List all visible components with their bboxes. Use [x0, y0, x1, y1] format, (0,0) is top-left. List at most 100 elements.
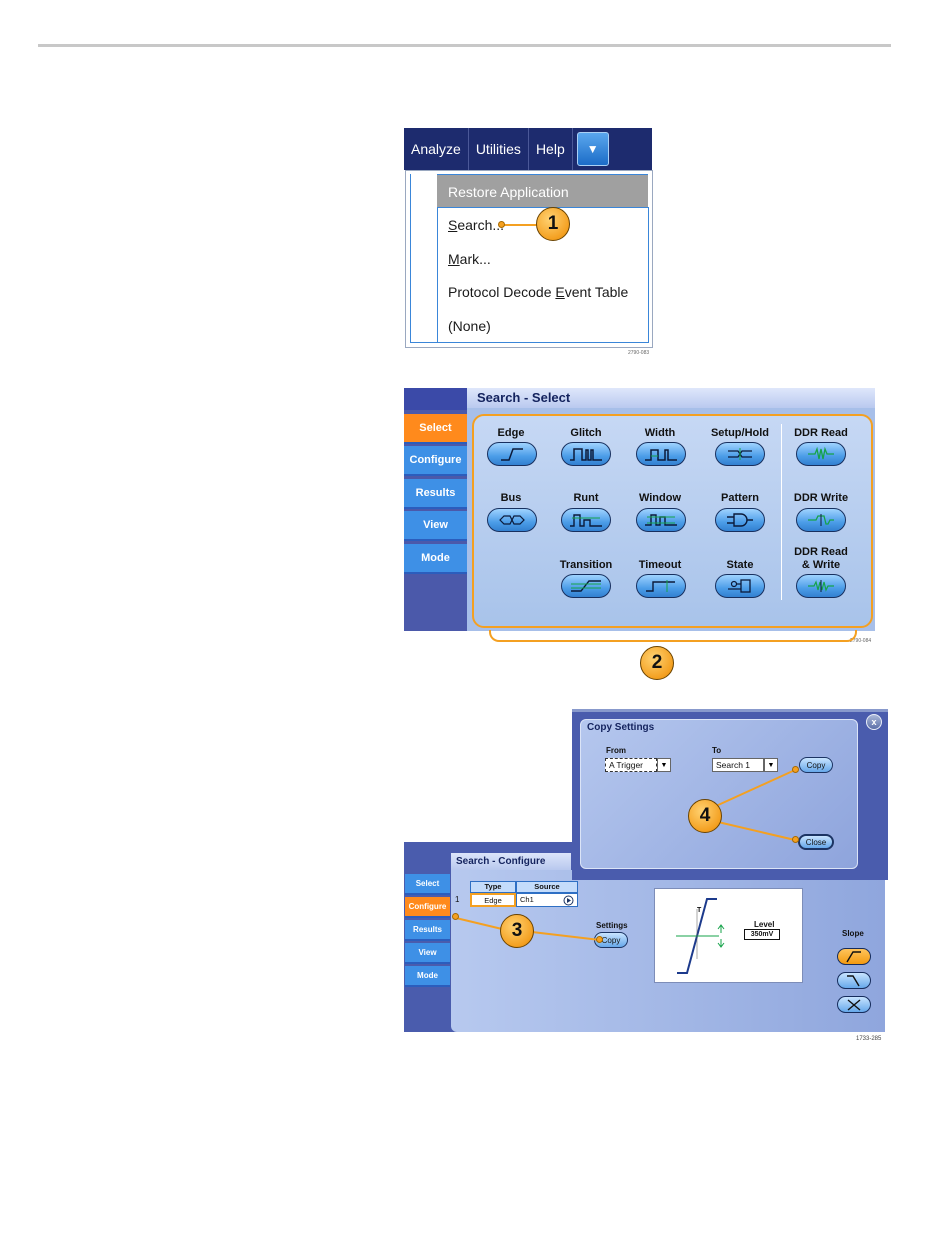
transition-icon [571, 580, 601, 592]
to-label: To [712, 746, 722, 755]
figure-id: 1733-285 [856, 1036, 882, 1042]
row-number: 1 [455, 895, 460, 904]
callout-leader-line [503, 224, 540, 226]
callout-1: 1 [536, 207, 570, 241]
search-type-cell[interactable]: Edge [470, 893, 516, 907]
label-setup-hold: Setup/Hold [710, 427, 770, 439]
label-ddr-read-write: DDR Read & Write [794, 546, 848, 571]
menu-icon-strip [410, 174, 438, 343]
label-state: State [726, 559, 754, 571]
ddr-read-icon [808, 446, 834, 460]
panel-title: Search - Configure [451, 853, 571, 870]
panel-title: Search - Select [467, 388, 875, 408]
label-transition: Transition [559, 559, 613, 571]
runt-icon [570, 514, 602, 527]
setup-hold-button[interactable] [715, 442, 765, 466]
col-header-source: Source [516, 881, 578, 893]
callout-2: 2 [640, 646, 674, 680]
slope-falling-button[interactable] [837, 972, 871, 989]
label-width: Width [644, 427, 676, 439]
label-window: Window [638, 492, 682, 504]
to-select[interactable]: Search 1 [712, 758, 764, 772]
close-icon[interactable]: x [866, 714, 882, 730]
level-value[interactable]: 350mV [744, 929, 780, 940]
play-arrow-icon[interactable] [563, 895, 574, 906]
label-runt: Runt [573, 492, 599, 504]
state-button[interactable] [715, 574, 765, 598]
tab-results[interactable]: Results [405, 920, 450, 941]
tab-mode[interactable]: Mode [404, 544, 467, 574]
callout-anchor-dot [596, 936, 603, 943]
label-bus: Bus [500, 492, 522, 504]
ddr-read-write-button[interactable] [796, 574, 846, 598]
ddr-write-button[interactable] [796, 508, 846, 532]
label-pattern: Pattern [721, 492, 759, 504]
edge-waveform-icon [676, 898, 725, 974]
tab-select[interactable]: Select [405, 874, 450, 895]
menu-help[interactable]: Help [529, 128, 573, 170]
tab-view[interactable]: View [405, 943, 450, 964]
callout-anchor-dot [452, 913, 459, 920]
callout-4: 4 [688, 799, 722, 833]
bus-icon [499, 515, 525, 525]
either-edge-icon [847, 998, 861, 1011]
label-ddr-write: DDR Write [793, 492, 849, 504]
menu-item-protocol-decode-event-table[interactable]: Protocol Decode Event Table [448, 284, 629, 300]
from-select[interactable]: A Trigger [605, 758, 657, 772]
timeout-icon [646, 580, 675, 592]
slope-either-button[interactable] [837, 996, 871, 1013]
menu-item-search[interactable]: Search... [448, 217, 505, 233]
timeout-button[interactable] [636, 574, 686, 598]
level-label: Level [754, 920, 775, 929]
callout-anchor-dot [498, 221, 505, 228]
menu-dropdown-button[interactable]: ▼ [576, 132, 609, 166]
glitch-button[interactable] [561, 442, 611, 466]
setup-hold-icon [728, 448, 752, 460]
menu-item-none[interactable]: (None) [448, 318, 491, 334]
col-header-type: Type [470, 881, 516, 893]
window-button[interactable] [636, 508, 686, 532]
pattern-icon [727, 513, 753, 527]
source-value: Ch1 [520, 895, 534, 904]
width-button[interactable] [636, 442, 686, 466]
width-icon [645, 449, 677, 461]
tab-configure[interactable]: Configure [404, 446, 467, 476]
tab-mode[interactable]: Mode [405, 966, 450, 987]
close-button[interactable]: Close [798, 834, 834, 850]
window-top-edge [572, 709, 888, 712]
label-edge: Edge [497, 427, 525, 439]
slope-rising-button[interactable] [837, 948, 871, 965]
from-label: From [606, 746, 626, 755]
menu-utilities[interactable]: Utilities [469, 128, 529, 170]
chevron-down-icon: ▼ [586, 142, 599, 156]
edge-icon [501, 448, 523, 461]
group-brace [489, 630, 857, 642]
tab-results[interactable]: Results [404, 479, 467, 509]
menu-item-restore-application[interactable]: Restore Application [437, 174, 648, 208]
tab-view[interactable]: View [404, 511, 467, 541]
transition-button[interactable] [561, 574, 611, 598]
figure-id: 2790-084 [850, 638, 872, 644]
tab-select[interactable]: Select [404, 414, 467, 444]
glitch-icon [570, 448, 602, 461]
ddr-read-button[interactable] [796, 442, 846, 466]
copy-button[interactable]: Copy [799, 757, 833, 773]
page-top-rule [38, 44, 891, 47]
menu-items-frame [437, 207, 649, 343]
menu-item-mark[interactable]: Mark... [448, 251, 491, 267]
tab-configure[interactable]: Configure [405, 897, 450, 918]
chevron-down-icon[interactable]: ▼ [657, 758, 671, 772]
label-glitch: Glitch [570, 427, 602, 439]
pattern-button[interactable] [715, 508, 765, 532]
menu-analyze[interactable]: Analyze [404, 128, 469, 170]
chevron-down-icon[interactable]: ▼ [764, 758, 778, 772]
bus-button[interactable] [487, 508, 537, 532]
callout-anchor-dot [792, 766, 799, 773]
runt-button[interactable] [561, 508, 611, 532]
label-ddr-read: DDR Read [794, 427, 848, 439]
edge-button[interactable] [487, 442, 537, 466]
falling-edge-icon [847, 974, 860, 986]
source-cell[interactable]: Ch1 [516, 893, 578, 907]
callout-3: 3 [500, 914, 534, 948]
